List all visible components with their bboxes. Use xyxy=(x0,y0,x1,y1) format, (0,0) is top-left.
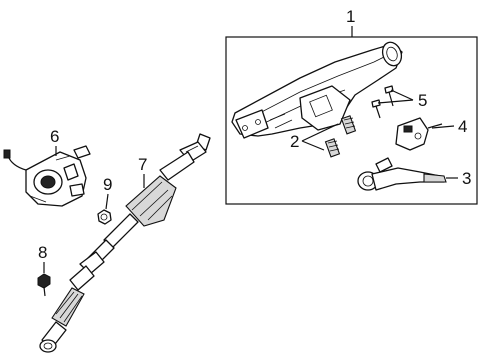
callout-4: 4 xyxy=(458,117,467,136)
leader-2a xyxy=(301,123,339,142)
callout-1: 1 xyxy=(346,7,355,26)
callout-5: 5 xyxy=(418,91,427,110)
hex-nut xyxy=(97,209,112,225)
mounting-bracket xyxy=(395,117,443,151)
spring-pair xyxy=(324,115,357,158)
leader-9 xyxy=(105,193,109,210)
leader-2b xyxy=(301,140,325,151)
callout-7: 7 xyxy=(138,155,147,174)
intermediate-shaft xyxy=(39,133,211,353)
leader-5a xyxy=(390,89,414,101)
callout-9: 9 xyxy=(103,175,112,194)
callout-8: 8 xyxy=(38,243,47,262)
callout-2: 2 xyxy=(290,132,299,151)
tilt-lever xyxy=(357,157,447,191)
callout-3: 3 xyxy=(462,169,471,188)
leader-5b xyxy=(377,99,414,104)
flange-bolt xyxy=(37,273,51,297)
steering-column-housing xyxy=(231,41,403,139)
callout-6: 6 xyxy=(50,127,59,146)
lock-housing xyxy=(3,145,91,207)
leader-4 xyxy=(431,125,455,129)
